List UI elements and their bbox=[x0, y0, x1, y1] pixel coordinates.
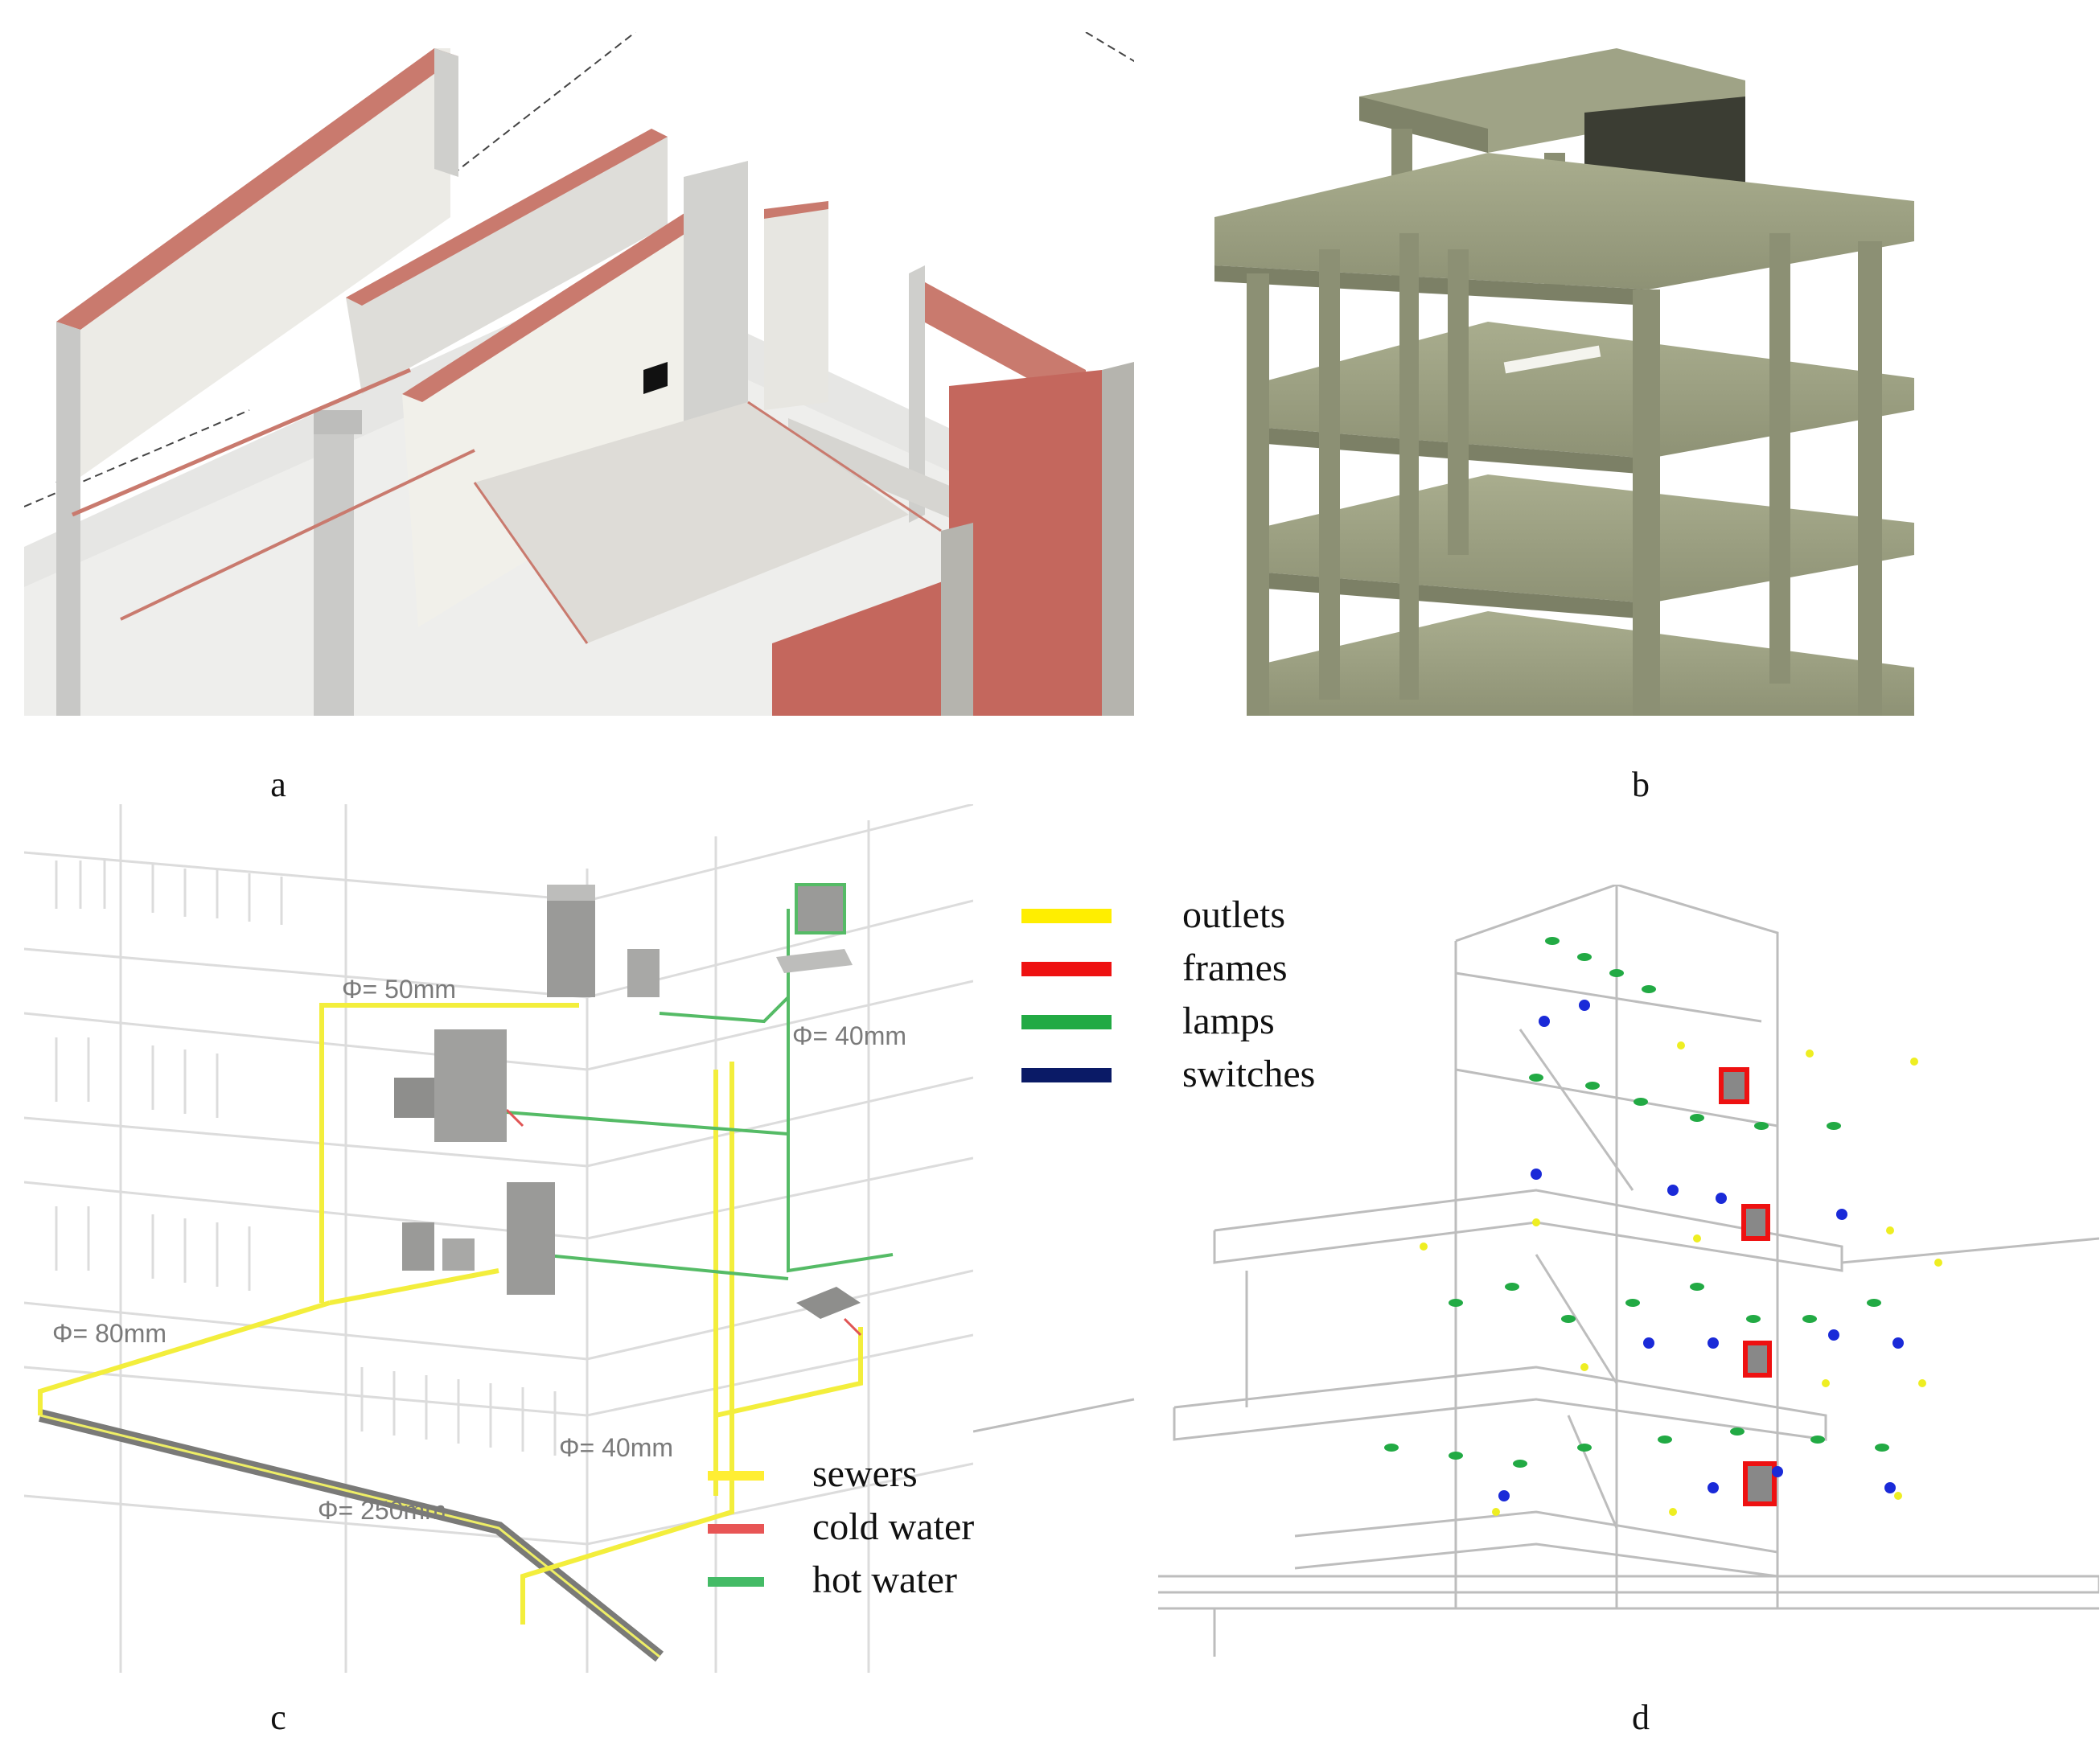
outlet-markers bbox=[1420, 1041, 1942, 1516]
pipe-diameter-label-50mm: Φ= 50mm bbox=[342, 975, 457, 1004]
legend-swatch-hot-water bbox=[708, 1577, 764, 1587]
legend-swatch-outlets bbox=[1021, 909, 1112, 923]
legend-label-sewers: sewers bbox=[812, 1452, 918, 1495]
concrete-frame-drawing bbox=[1214, 48, 1914, 716]
caption-c: c bbox=[270, 1698, 286, 1737]
legend-swatch-sewers bbox=[708, 1471, 764, 1481]
legend-label-cold-water: cold water bbox=[812, 1505, 975, 1548]
caption-d: d bbox=[1632, 1698, 1650, 1737]
hot-water-pipes bbox=[474, 909, 894, 1280]
legend-label-hot-water: hot water bbox=[812, 1559, 957, 1601]
plumbing-network-drawing bbox=[24, 804, 973, 1673]
pipe-diameter-label-250mm: Φ= 250mm bbox=[318, 1496, 446, 1525]
architectural-walls-drawing bbox=[24, 32, 1134, 716]
legend-label-outlets: outlets bbox=[1182, 893, 1285, 936]
pipe-diameter-label-40mm-upper: Φ= 40mm bbox=[792, 1021, 907, 1050]
panel-a-architectural-model bbox=[24, 32, 1134, 716]
columns bbox=[1247, 233, 1882, 716]
switch-markers bbox=[1498, 1000, 1904, 1501]
lamp-markers bbox=[1384, 937, 1889, 1468]
panel-d-electrical-model bbox=[973, 885, 2099, 1657]
sanitary-fixtures bbox=[394, 883, 861, 1319]
legend-swatch-lamps bbox=[1021, 1015, 1112, 1029]
legend-swatch-switches bbox=[1021, 1068, 1112, 1082]
legend-label-lamps: lamps bbox=[1182, 1000, 1275, 1042]
electrical-legend: outlets frames lamps switches bbox=[1021, 893, 1424, 1102]
panel-b-structural-model bbox=[1198, 48, 1922, 716]
legend-label-frames: frames bbox=[1182, 947, 1288, 989]
legend-swatch-frames bbox=[1021, 962, 1112, 976]
building-wireframe bbox=[24, 804, 973, 1673]
legend-swatch-cold-water bbox=[708, 1524, 764, 1534]
pipe-diameter-label-40mm-lower: Φ= 40mm bbox=[559, 1433, 674, 1462]
plumbing-legend: sewers cold water hot water bbox=[708, 1452, 1046, 1629]
panel-c-plumbing-model: Φ= 50mm Φ= 40mm Φ= 80mm Φ= 40mm Φ= 250mm bbox=[24, 804, 973, 1673]
legend-label-switches: switches bbox=[1182, 1053, 1316, 1095]
electrical-layout-drawing bbox=[973, 885, 2099, 1657]
caption-a: a bbox=[270, 765, 286, 804]
caption-b: b bbox=[1632, 765, 1650, 804]
frame-markers bbox=[1719, 1067, 1777, 1506]
sewer-pipes bbox=[38, 1003, 863, 1625]
pipe-diameter-label-80mm: Φ= 80mm bbox=[52, 1319, 167, 1348]
